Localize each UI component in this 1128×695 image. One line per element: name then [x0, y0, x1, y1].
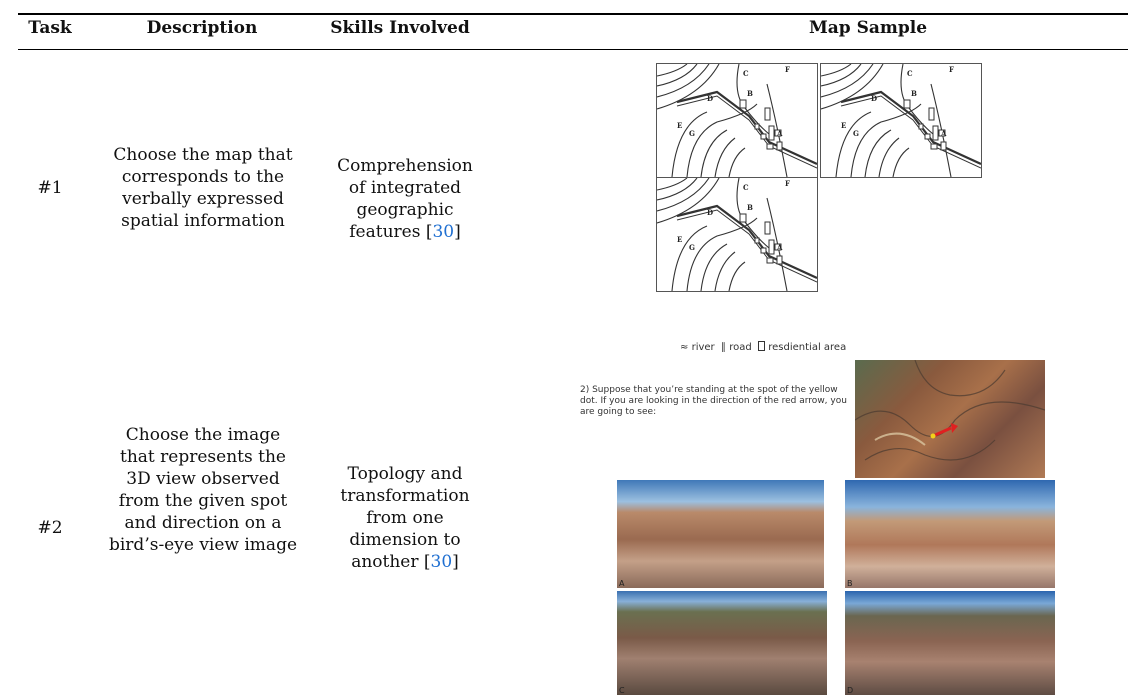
map-option-1[interactable]: A B C D E F G [656, 63, 818, 178]
svg-text:B: B [747, 89, 753, 98]
svg-text:A: A [776, 129, 783, 138]
svg-text:E: E [677, 121, 682, 130]
row2-description: Choose the image that represents the 3D … [108, 425, 298, 555]
option-label-a: A [619, 579, 625, 588]
svg-text:F: F [949, 65, 954, 74]
legend-road: road [729, 342, 752, 353]
svg-text:C: C [743, 69, 749, 78]
residential-icon [758, 341, 766, 351]
svg-text:F: F [785, 65, 790, 74]
view-option-c[interactable]: C [617, 591, 827, 695]
svg-text:G: G [689, 243, 695, 252]
row1-description: Choose the map that corresponds to the v… [113, 145, 293, 231]
map-option-3[interactable]: A B C D E F G [656, 177, 818, 292]
red-arrow-icon [932, 423, 958, 438]
header-map-sample: Map Sample [808, 18, 928, 38]
yellow-dot-icon [930, 433, 936, 439]
header-description: Description [146, 18, 258, 38]
row2-skills: Topology and transformation from one dim… [325, 463, 485, 573]
table-header-rule [18, 49, 1128, 50]
svg-text:A: A [940, 129, 947, 138]
row2-skills-text: Topology and transformation from one dim… [340, 464, 470, 572]
view-option-d[interactable]: D [845, 591, 1055, 695]
option-label-b: B [847, 579, 853, 588]
row2-task: #2 [37, 518, 63, 538]
view-option-b[interactable]: B [845, 480, 1055, 588]
question-text: 2) Suppose that you’re standing at the s… [580, 385, 847, 417]
row1-skills-text: Comprehension of integrated geographic f… [337, 156, 473, 242]
svg-text:G: G [689, 129, 695, 138]
topo-map: A B C D E F G [820, 63, 982, 178]
svg-text:D: D [871, 94, 877, 103]
svg-text:D: D [707, 208, 713, 217]
legend-residential: resdiential area [768, 342, 847, 353]
map-option-2[interactable]: A B C D E F G [820, 63, 982, 178]
topo-map: A B C D E F G [656, 63, 818, 178]
svg-text:D: D [707, 94, 713, 103]
header-skills: Skills Involved [330, 18, 470, 38]
canyon-texture [855, 360, 1045, 461]
svg-text:C: C [743, 183, 749, 192]
table-top-rule [18, 13, 1128, 15]
row1-skills-end: ] [454, 222, 461, 242]
svg-text:E: E [841, 121, 846, 130]
road-icon: ∥ [721, 342, 727, 353]
river-icon: ≈ [680, 342, 689, 353]
topo-map: A B C D E F G [656, 177, 818, 292]
birds-eye-image [855, 360, 1045, 478]
svg-text:E: E [677, 235, 682, 244]
svg-text:G: G [853, 129, 859, 138]
header-task: Task [28, 18, 72, 38]
svg-text:A: A [776, 243, 783, 252]
view-option-a[interactable]: A [617, 480, 824, 588]
row2-skills-end: ] [452, 552, 459, 572]
row1-task: #1 [37, 178, 63, 198]
svg-text:B: B [747, 203, 753, 212]
svg-text:F: F [785, 179, 790, 188]
svg-text:B: B [911, 89, 917, 98]
svg-text:C: C [907, 69, 913, 78]
citation-link[interactable]: 30 [432, 222, 455, 242]
option-label-c: C [619, 686, 625, 695]
citation-link[interactable]: 30 [430, 552, 453, 572]
map-legend: ≈ river ∥ road resdiential area [680, 341, 846, 353]
row1-skills: Comprehension of integrated geographic f… [330, 155, 480, 243]
option-label-d: D [847, 686, 854, 695]
legend-river: river [691, 342, 715, 353]
